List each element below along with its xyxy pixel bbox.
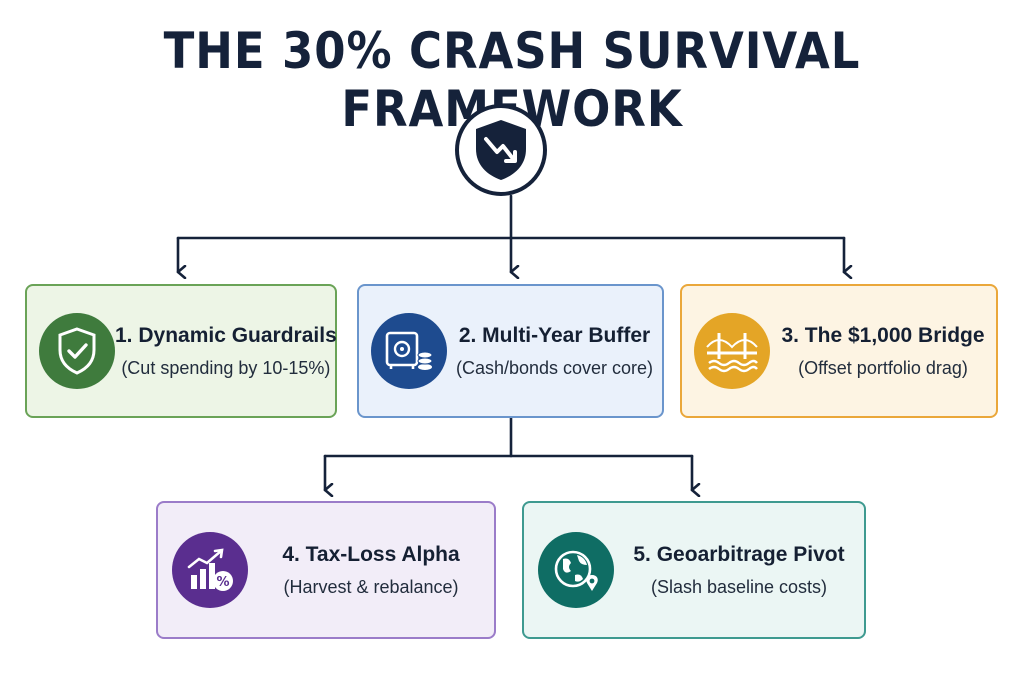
shield-downtrend-icon xyxy=(455,104,547,196)
step-heading: 5. Geoarbitrage Pivot xyxy=(633,542,845,566)
step-card-dynamic-guardrails: 1. Dynamic Guardrails (Cut spending by 1… xyxy=(25,284,337,418)
step-detail: (Cut spending by 10-15%) xyxy=(121,357,331,378)
step-card-bridge: 3. The $1,000 Bridge (Offset portfolio d… xyxy=(680,284,998,418)
step-heading: 3. The $1,000 Bridge xyxy=(781,323,985,347)
step-detail: (Slash baseline costs) xyxy=(650,576,828,597)
step-heading: 2. Multi-Year Buffer xyxy=(458,323,651,347)
safe-coins-icon xyxy=(371,313,447,389)
step-card-geoarbitrage-pivot: 5. Geoarbitrage Pivot (Slash baseline co… xyxy=(522,501,866,639)
step-detail: (Cash/bonds cover core) xyxy=(455,357,654,378)
bridge-icon xyxy=(694,313,770,389)
step-heading: 4. Tax-Loss Alpha xyxy=(282,542,460,566)
step-detail: (Offset portfolio drag) xyxy=(798,357,968,378)
chart-percent-icon: % xyxy=(172,532,248,608)
step-detail: (Harvest & rebalance) xyxy=(283,576,459,597)
shield-check-icon xyxy=(39,313,115,389)
step-heading: 1. Dynamic Guardrails xyxy=(115,323,337,347)
step-card-multi-year-buffer: 2. Multi-Year Buffer (Cash/bonds cover c… xyxy=(357,284,664,418)
globe-pin-icon xyxy=(538,532,614,608)
svg-text:%: % xyxy=(216,575,229,590)
step-card-tax-loss-alpha: % 4. Tax-Loss Alpha (Harvest & rebalance… xyxy=(156,501,496,639)
